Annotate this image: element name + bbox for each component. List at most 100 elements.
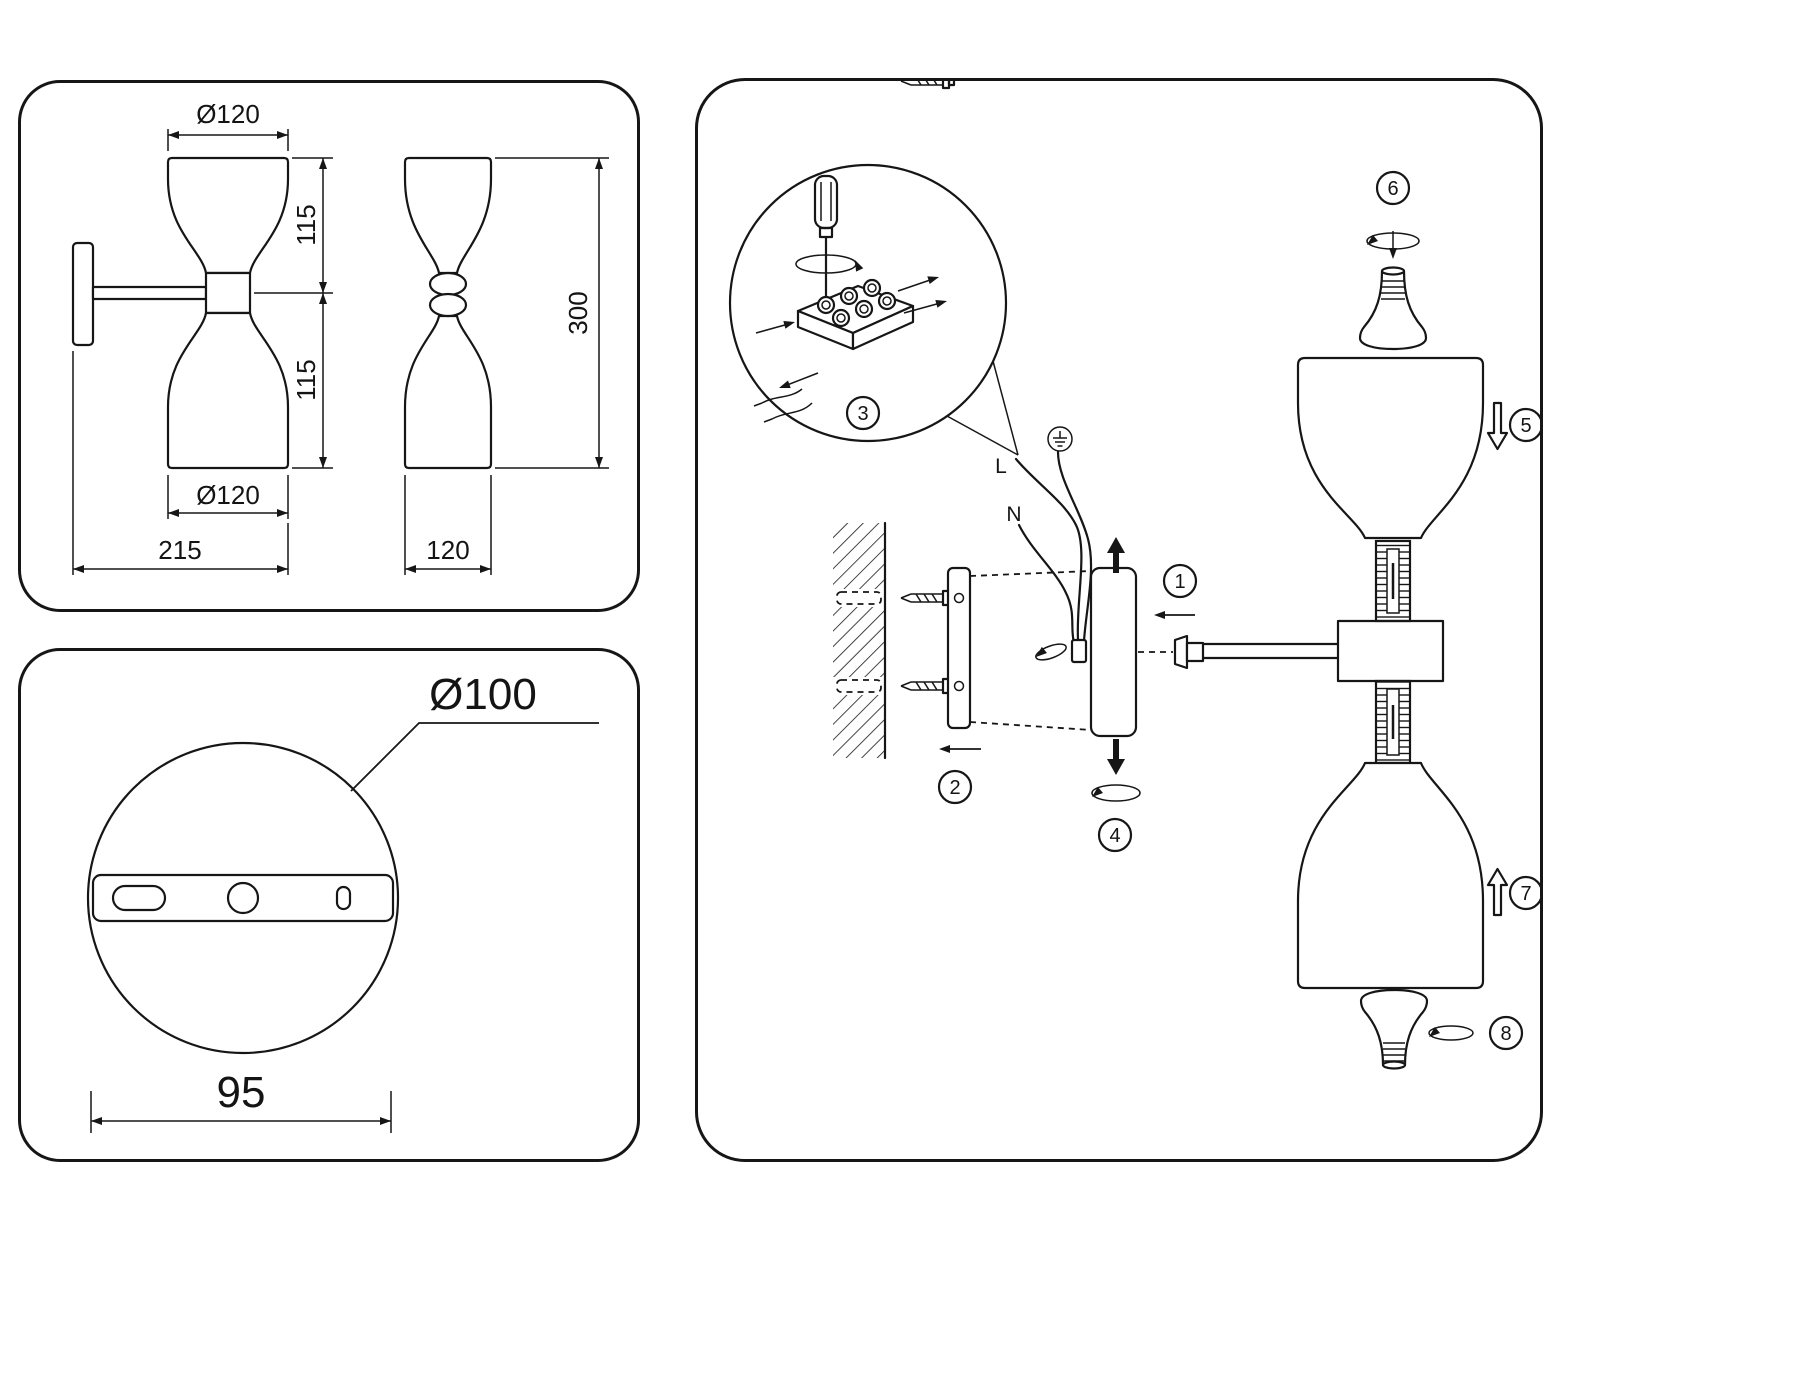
step-badge-4 <box>1097 817 1133 853</box>
wire-arrows <box>753 273 949 423</box>
dim-shade-heights: 115 115 <box>254 157 333 469</box>
cable-gland <box>1033 638 1088 664</box>
slide-arrow-up <box>1486 867 1509 917</box>
base-plate <box>86 741 400 1055</box>
wall-anchor-bottom <box>836 679 882 693</box>
canopy-outline-bottom <box>969 721 1092 731</box>
step-badge-3: 3 <box>845 395 881 431</box>
step-5-number: 5 <box>1520 415 1531 437</box>
center-connector <box>204 271 252 315</box>
panel-base-plate: Ø100 95 <box>18 648 640 1162</box>
dim-top-diameter: Ø120 <box>167 99 289 151</box>
step-4-number: 4 <box>1109 825 1120 847</box>
dim-depth: 120 <box>404 475 492 575</box>
step-badge-7 <box>1508 875 1540 911</box>
mounting-screw-top <box>899 589 956 607</box>
canopy-outline-top <box>969 570 1092 577</box>
terminal-block <box>753 273 949 423</box>
insert-arrow-up <box>1107 537 1125 573</box>
lower-shade-side <box>403 314 493 470</box>
dim-label-top-diameter: Ø120 <box>196 99 260 129</box>
dim-label-overall-width: 215 <box>158 535 201 565</box>
dim-label-plate-diameter: Ø100 <box>429 670 537 719</box>
wire-label-n: N <box>1006 503 1021 526</box>
step-4: 4 <box>1089 537 1141 853</box>
dimension-views-drawing: Ø120 115 115 <box>71 99 609 575</box>
step-6: 6 <box>1358 170 1428 351</box>
step-1: 1 <box>1154 563 1198 619</box>
dim-overall-height: 300 <box>495 157 609 469</box>
screwdriver <box>795 174 864 305</box>
dim-plate-diameter: Ø100 <box>350 670 599 792</box>
insert-arrow-down <box>1107 739 1125 775</box>
upper-shade <box>166 156 290 275</box>
side-view <box>403 156 493 470</box>
step-badge-5 <box>1508 407 1540 443</box>
front-view <box>71 156 290 470</box>
wall-anchor-top <box>836 591 882 605</box>
wall-hatching <box>832 521 887 760</box>
step-1-number: 1 <box>1174 571 1185 593</box>
rotate-arrow-gland <box>1035 643 1067 661</box>
dim-label-upper-height: 115 <box>291 204 321 245</box>
center-hole <box>226 881 260 915</box>
callout-leader-top <box>992 360 1019 456</box>
center-block <box>1336 619 1445 683</box>
ground-symbol <box>1047 426 1073 452</box>
lamp-socket-upper <box>1358 266 1428 351</box>
supply-wires <box>1014 450 1093 645</box>
mount-slot <box>111 884 167 912</box>
panel-installation: 3 L N <box>695 78 1543 1162</box>
step-2-number: 2 <box>949 777 960 799</box>
step-6-number: 6 <box>1387 178 1398 200</box>
upper-shade-side <box>403 156 493 275</box>
step-5: 5 <box>1486 401 1540 451</box>
upper-shade-exploded <box>1296 356 1485 540</box>
dim-bottom-diameter: Ø120 <box>167 475 289 519</box>
step-8: 8 <box>1359 988 1524 1070</box>
step-3-number: 3 <box>857 403 868 425</box>
terminal-screws <box>816 278 897 328</box>
detail-callout: 3 <box>728 163 1019 456</box>
base-plate-drawing: Ø100 95 <box>86 670 599 1133</box>
dim-overall-width: 215 <box>72 351 289 575</box>
panel-dimension-views: Ø120 115 115 <box>18 80 640 612</box>
dim-label-mount-width: 95 <box>217 1068 266 1117</box>
dim-mount-width: 95 <box>90 1068 392 1133</box>
step-badge-6 <box>1375 170 1411 206</box>
wire-label-l: L <box>995 455 1007 478</box>
mounting-screw <box>900 81 956 90</box>
rotate-arrow-step4 <box>1091 784 1141 802</box>
small-hole <box>335 885 352 911</box>
step-badge-1 <box>1162 563 1198 599</box>
connector-bead-bottom <box>428 292 468 318</box>
mount-bar <box>91 873 395 923</box>
dim-label-depth: 120 <box>426 535 469 565</box>
connector-bead-top <box>428 271 468 297</box>
step-badge-2 <box>937 769 973 805</box>
lower-shade <box>166 311 290 470</box>
lower-shade-exploded <box>1296 761 1485 990</box>
callout-circle <box>728 163 1008 443</box>
step-7: 7 <box>1486 867 1540 917</box>
rod-ferrule <box>1173 634 1189 670</box>
wall-arm <box>91 285 208 301</box>
step-8-number: 8 <box>1500 1023 1511 1045</box>
rotate-arrow-step8 <box>1428 1025 1474 1041</box>
dim-label-bottom-diameter: Ø120 <box>196 480 260 510</box>
step-2: 2 <box>937 745 981 805</box>
mounting-screw-bottom <box>899 677 956 695</box>
step-7-number: 7 <box>1520 883 1531 905</box>
lamp-housing <box>1089 566 1138 738</box>
rod-assembly <box>1138 539 1445 765</box>
callout-leader-bottom <box>946 415 1019 456</box>
wall-bracket <box>946 566 972 730</box>
lamp-socket-lower <box>1359 988 1429 1070</box>
step-badge-8 <box>1488 1015 1524 1051</box>
base-circle <box>86 741 400 1055</box>
dim-label-overall-height: 300 <box>563 291 593 334</box>
slide-arrow-down <box>1486 401 1509 451</box>
dim-label-lower-height: 115 <box>291 359 321 400</box>
wall-plate <box>71 241 95 347</box>
